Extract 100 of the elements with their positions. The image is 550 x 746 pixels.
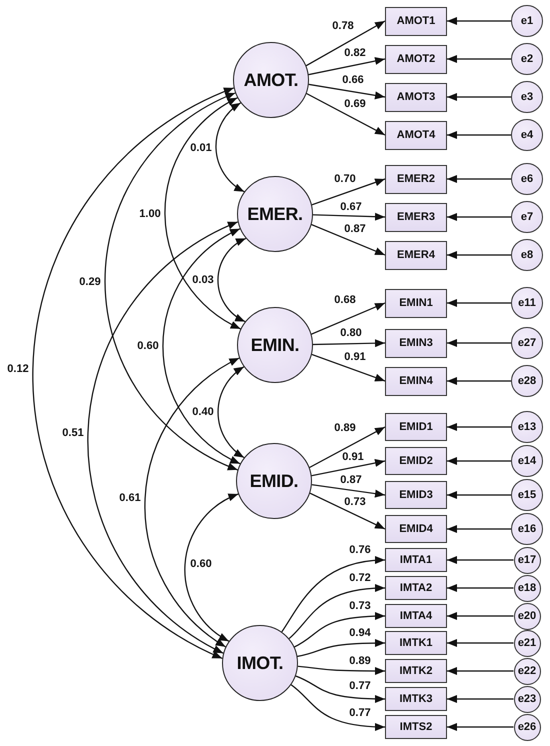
arrow xyxy=(447,525,511,533)
edge-label: 0.66 xyxy=(341,74,365,86)
observed-variable: EMID4 xyxy=(385,515,447,543)
arrow xyxy=(311,302,386,335)
observed-variable: EMID3 xyxy=(385,481,447,509)
edge-label: 0.82 xyxy=(343,47,367,59)
edge-label: 0.72 xyxy=(348,572,372,584)
arrow xyxy=(447,556,514,564)
edge-label: 0.94 xyxy=(348,627,372,639)
arrow xyxy=(298,666,385,675)
error-term: e11 xyxy=(511,287,543,319)
observed-variable: IMTA2 xyxy=(385,576,447,600)
observed-variable: IMTK1 xyxy=(385,631,447,655)
arrow xyxy=(295,675,386,703)
edge-label: 0.91 xyxy=(343,351,367,363)
observed-variable: EMIN4 xyxy=(385,366,447,396)
arrow xyxy=(447,93,511,101)
arrow xyxy=(312,212,386,221)
arrow xyxy=(447,339,511,347)
latent-variable: EMER. xyxy=(237,176,313,252)
error-term: e23 xyxy=(514,686,540,712)
observed-variable: IMTS2 xyxy=(385,715,447,739)
arrow xyxy=(447,639,514,647)
edge-label: 1.00 xyxy=(138,208,162,220)
edge-label: 0.73 xyxy=(348,600,372,612)
arrow xyxy=(447,175,511,183)
arrow xyxy=(308,57,386,76)
arrow xyxy=(447,584,514,592)
arrow xyxy=(447,55,511,63)
observed-variable: IMTK2 xyxy=(385,659,447,683)
double-headed-arrow xyxy=(217,238,246,322)
edge-label: 0.73 xyxy=(343,496,367,508)
arrow xyxy=(447,612,514,620)
edge-label: 0.51 xyxy=(61,426,85,439)
edge-label: 0.60 xyxy=(189,558,213,570)
error-term: e16 xyxy=(511,513,543,545)
edge-label: 0.78 xyxy=(331,20,355,32)
double-headed-arrow xyxy=(164,97,241,330)
arrow xyxy=(308,84,386,100)
observed-variable: EMIN3 xyxy=(385,328,447,358)
observed-variable: EMIN1 xyxy=(385,288,447,318)
arrow xyxy=(447,723,514,731)
arrow xyxy=(297,639,385,657)
edge-label: 0.01 xyxy=(189,142,213,154)
observed-variable: IMTK3 xyxy=(385,687,447,711)
error-term: e8 xyxy=(511,239,543,271)
latent-variable: EMID. xyxy=(236,443,312,519)
observed-variable: AMOT1 xyxy=(385,6,447,36)
latent-variable: EMIN. xyxy=(237,307,313,383)
error-term: e27 xyxy=(511,327,543,359)
edge-label: 0.68 xyxy=(333,294,357,306)
edge-label: 0.77 xyxy=(348,680,372,692)
arrow xyxy=(306,20,386,66)
arrow xyxy=(312,484,386,498)
observed-variable: EMID1 xyxy=(385,413,447,441)
error-term: e4 xyxy=(511,119,543,151)
error-term: e28 xyxy=(511,365,543,397)
edge-label: 0.80 xyxy=(339,327,363,339)
double-headed-arrow xyxy=(162,228,240,464)
edge-label: 0.76 xyxy=(348,544,372,556)
error-term: e20 xyxy=(514,602,540,630)
error-term: e14 xyxy=(511,445,543,477)
arrow xyxy=(447,423,511,431)
observed-variable: IMTA1 xyxy=(385,548,447,572)
error-term: e26 xyxy=(514,714,540,740)
edge-label: 0.40 xyxy=(191,406,215,418)
double-headed-arrow xyxy=(144,357,240,648)
error-term: e18 xyxy=(514,574,540,602)
arrow xyxy=(447,491,511,499)
arrow xyxy=(447,667,514,675)
arrow xyxy=(312,339,386,348)
arrow xyxy=(447,377,511,385)
observed-variable: AMOT4 xyxy=(385,120,447,150)
arrow xyxy=(447,251,511,259)
double-headed-arrow xyxy=(104,92,238,470)
arrow xyxy=(447,457,511,465)
error-term: e15 xyxy=(511,479,543,511)
arrow xyxy=(312,354,386,382)
latent-variable: AMOT. xyxy=(233,42,309,118)
error-term: e2 xyxy=(511,43,543,75)
error-term: e1 xyxy=(511,5,543,37)
error-term: e7 xyxy=(511,201,543,233)
arrow xyxy=(312,178,386,206)
arrow xyxy=(447,695,514,703)
edge-label: 0.03 xyxy=(191,274,215,286)
error-term: e21 xyxy=(514,630,540,656)
observed-variable: EMER3 xyxy=(385,202,447,232)
arrow xyxy=(447,299,511,307)
edge-label: 0.77 xyxy=(348,707,372,719)
edge-label: 0.69 xyxy=(343,98,367,110)
edge-label: 0.70 xyxy=(333,173,357,185)
observed-variable: EMID2 xyxy=(385,447,447,475)
edge-label: 0.29 xyxy=(78,276,102,288)
arrow xyxy=(311,224,386,256)
edge-label: 0.67 xyxy=(339,201,363,213)
latent-variable: IMOT. xyxy=(222,625,298,701)
arrow xyxy=(309,426,386,468)
error-term: e17 xyxy=(514,546,540,574)
double-headed-arrow xyxy=(32,87,234,659)
observed-variable: IMTA4 xyxy=(385,604,447,628)
